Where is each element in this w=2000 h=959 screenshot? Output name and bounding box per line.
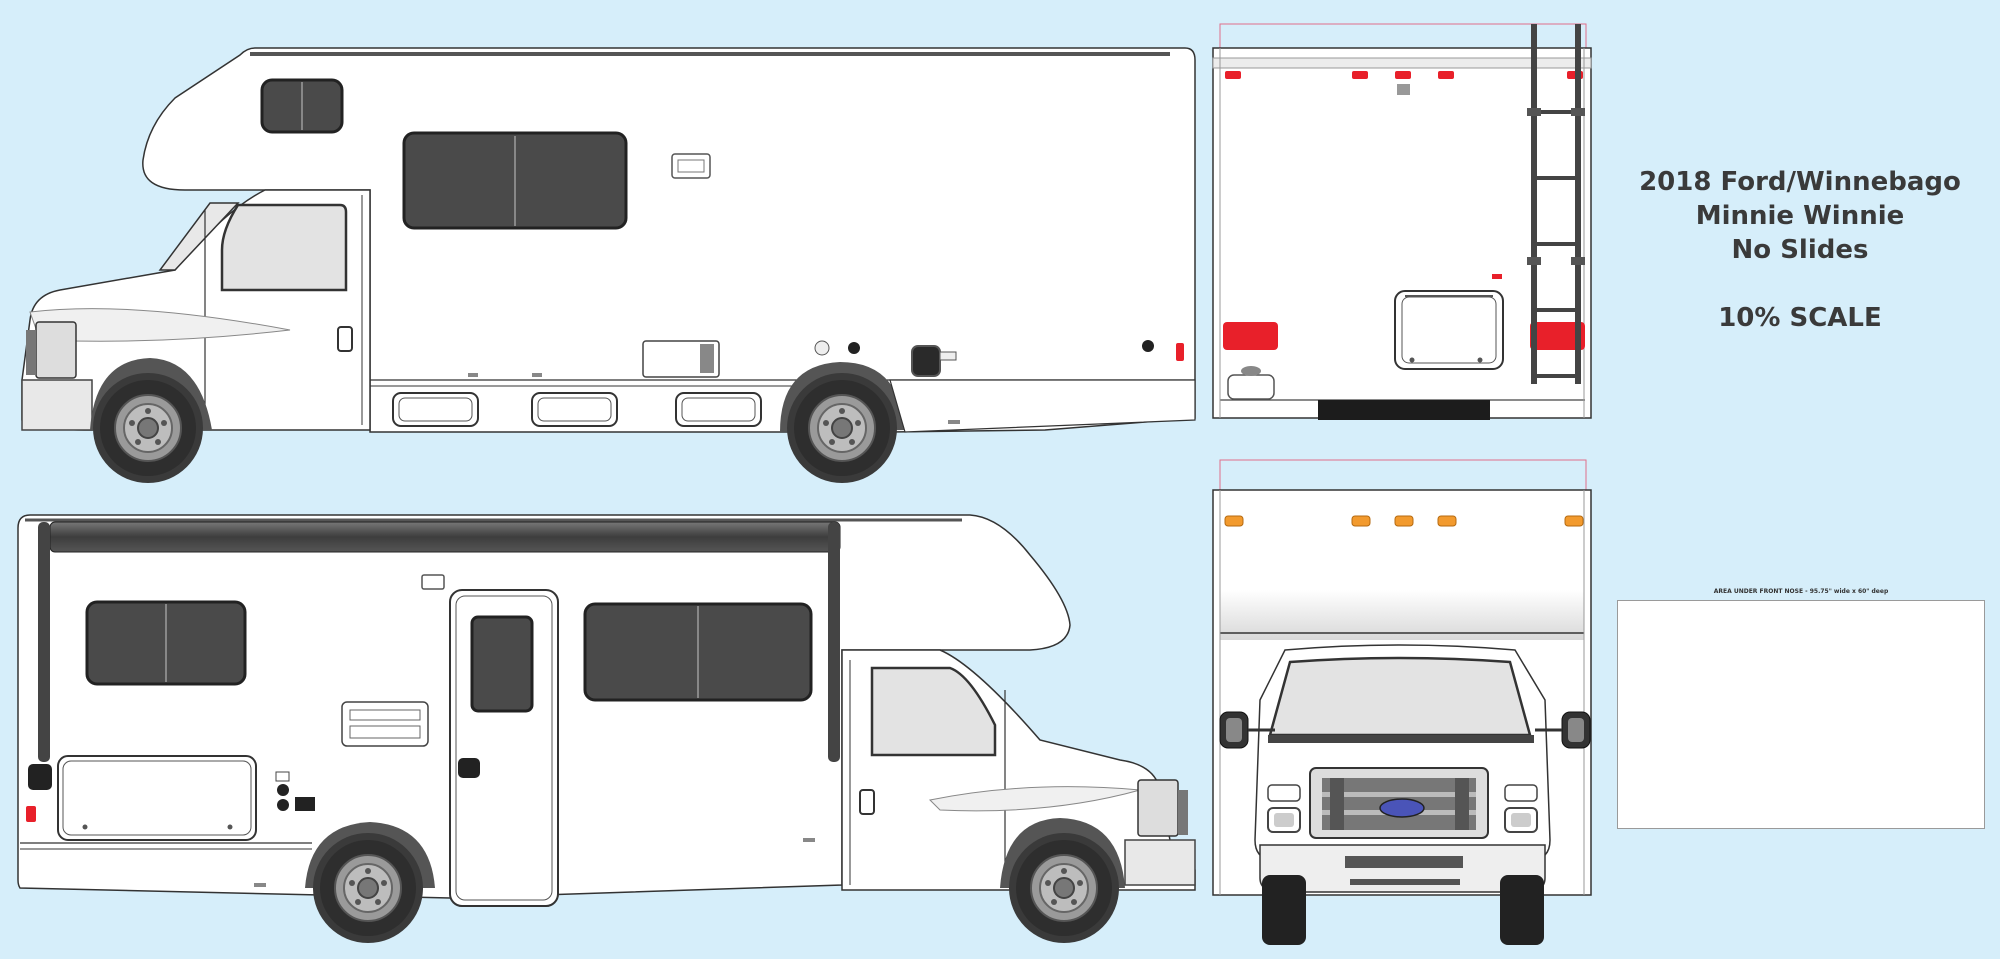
cab-side-window-passenger [870, 666, 997, 757]
rear-taillight-left [1223, 322, 1278, 350]
rear-wheel-passenger [312, 832, 424, 944]
ford-badge [1379, 798, 1425, 818]
rear-view [1212, 23, 1592, 420]
awning [49, 521, 841, 553]
front-view [1212, 459, 1592, 945]
title-block: 2018 Ford/Winnebago Minnie Winnie No Sli… [1600, 165, 2000, 335]
front-tire-left [1262, 875, 1306, 945]
cab-side-window [220, 203, 348, 292]
front-wheel [92, 372, 204, 484]
scale-label: 10% SCALE [1718, 303, 1882, 333]
title-line-2: Minnie Winnie [1695, 201, 1905, 231]
title-line-3: No Slides [1731, 235, 1869, 265]
rear-ladder [1527, 24, 1585, 384]
nose-area-box [1617, 600, 1985, 829]
rear-bumper [1318, 400, 1490, 420]
rear-taillight-right [1530, 322, 1585, 350]
rear-wheel [786, 372, 898, 484]
windshield [1268, 656, 1532, 737]
title-line-1: 2018 Ford/Winnebago [1639, 167, 1961, 197]
front-tire-right [1500, 875, 1544, 945]
driver-side-view [21, 47, 1196, 484]
title-spacer [1600, 267, 2000, 301]
passenger-side-view [17, 514, 1196, 944]
rear-overhang [889, 379, 1196, 433]
nose-area-caption: AREA UNDER FRONT NOSE - 95.75" wide x 60… [1713, 588, 1889, 595]
front-wheel-passenger [1008, 832, 1120, 944]
